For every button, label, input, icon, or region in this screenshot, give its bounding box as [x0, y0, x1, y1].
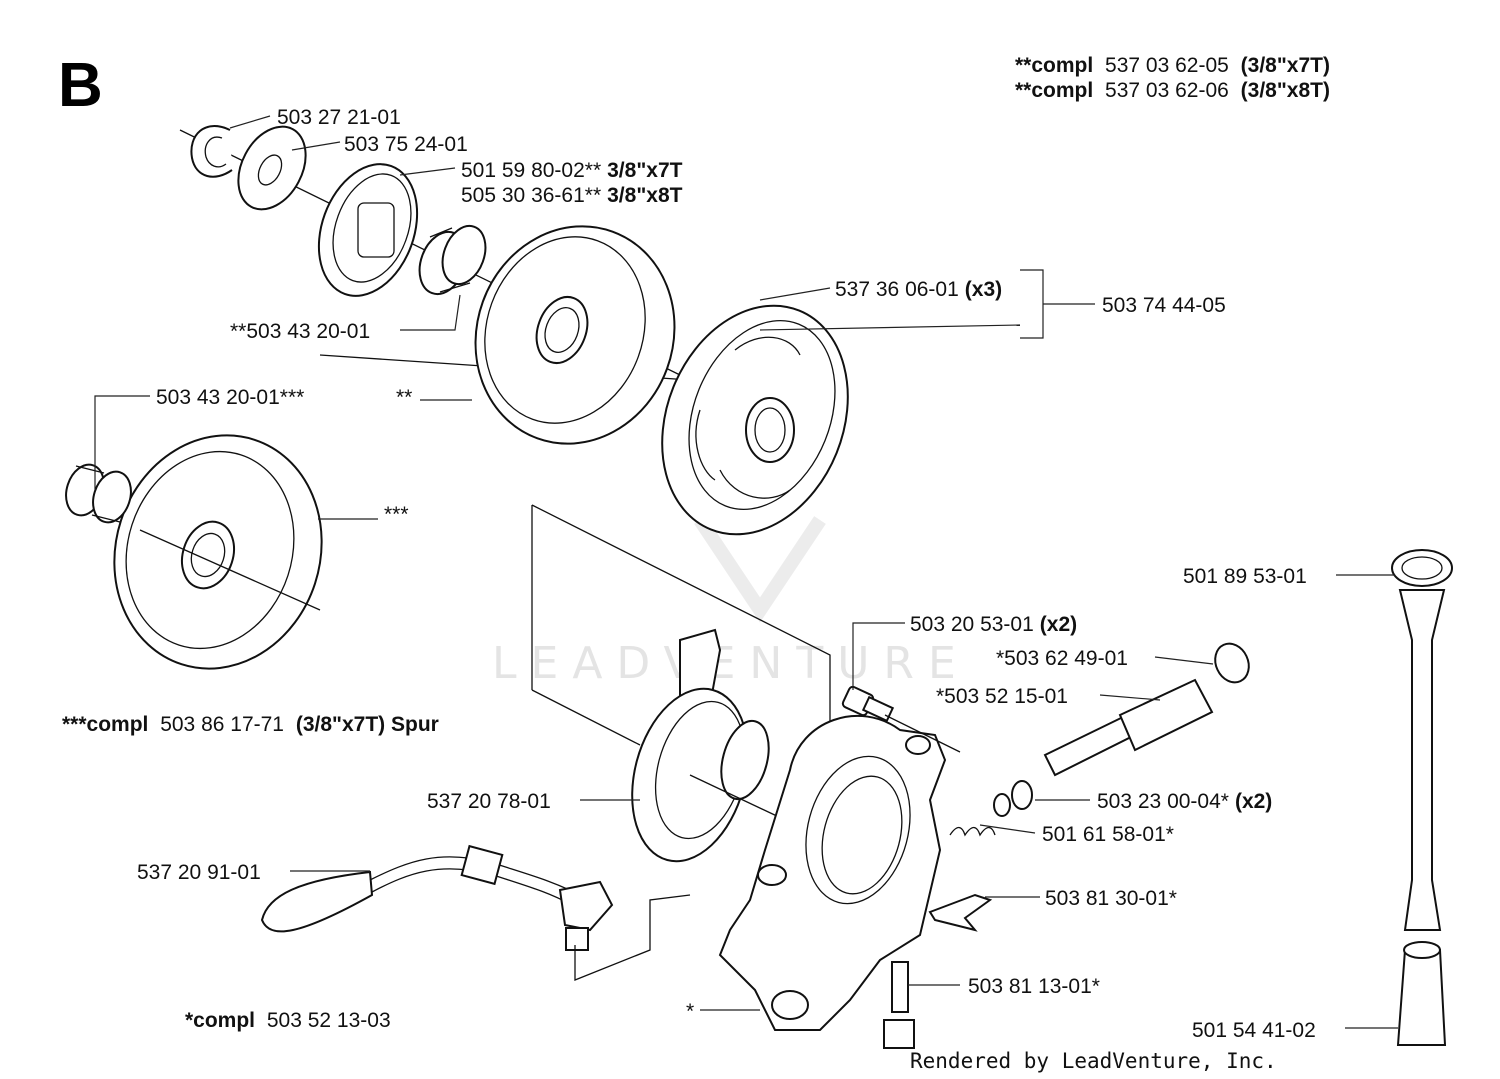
washer-part	[237, 125, 307, 211]
callout-537-20-78-01: 537 20 78-01	[427, 790, 551, 813]
oil-pump-part	[718, 714, 947, 1031]
callout-503-52-15-01: *503 52 15-01	[936, 685, 1068, 708]
callout-503-62-49-01: *503 62 49-01	[996, 647, 1128, 670]
callout-503-20-53-01: 503 20 53-01(x2)	[910, 613, 1077, 636]
callout-503-43-20-01-top: **503 43 20-01	[230, 320, 370, 343]
render-credit: Rendered by LeadVenture, Inc.	[910, 1049, 1277, 1073]
adjust-screw-part	[883, 961, 915, 1049]
callout-537-36-06-01: 537 36 06-01(x3)	[835, 278, 1002, 301]
callout-503-81-13-01: 503 81 13-01*	[968, 975, 1100, 998]
callout-pump-single-star: *	[686, 1000, 694, 1023]
callout-503-23-00-04: 503 23 00-04*(x2)	[1097, 790, 1272, 813]
rim-sprocket-part	[317, 163, 419, 297]
pump-plunger-part	[949, 642, 1250, 837]
callout-501-61-58-01: 501 61 58-01*	[1042, 823, 1174, 846]
callout-drum-double-star: **	[396, 386, 412, 409]
pump-kit-note: *compl 503 52 13-03	[185, 1009, 391, 1032]
needle-bearing-part	[418, 224, 487, 295]
watermark: LEADVENTURE	[492, 638, 970, 689]
circlip-part	[190, 125, 233, 178]
callout-501-54-41-02: 501 54 41-02	[1192, 1019, 1316, 1042]
callout-537-20-91-01: 537 20 91-01	[137, 861, 261, 884]
callout-spur-triple-star: ***	[384, 503, 409, 526]
oil-hose-part	[260, 844, 614, 951]
callout-505-30-36-61: 505 30 36-61**3/8"x8T	[461, 184, 683, 207]
callout-503-43-20-01-lower: 503 43 20-01***	[156, 386, 304, 409]
watermark-logo	[694, 516, 826, 623]
oil-tube-part	[1391, 549, 1453, 931]
worm-gear-part	[631, 628, 871, 863]
clutch-assembly-part	[661, 304, 849, 536]
screw-part	[841, 685, 961, 753]
header-note-2: **compl 537 03 62-06 (3/8"x8T)	[1015, 79, 1330, 102]
section-letter: B	[58, 51, 103, 120]
clutch-drum-part	[474, 225, 676, 445]
header-note-1: **compl 537 03 62-05 (3/8"x7T)	[1015, 54, 1330, 77]
callout-501-59-80-02: 501 59 80-02**3/8"x7T	[461, 159, 683, 182]
callout-503-74-44-05: 503 74 44-05	[1102, 294, 1226, 317]
spur-drum-part	[113, 434, 323, 670]
spur-kit-note: ***compl 503 86 17-71 (3/8"x7T) Spur	[62, 713, 439, 736]
valve-part	[928, 893, 993, 932]
callout-503-75-24-01: 503 75 24-01	[344, 133, 468, 156]
callout-503-27-21-01: 503 27 21-01	[277, 106, 401, 129]
callout-501-89-53-01: 501 89 53-01	[1183, 565, 1307, 588]
oil-filter-part	[1396, 941, 1447, 1046]
callout-503-81-30-01: 503 81 30-01*	[1045, 887, 1177, 910]
